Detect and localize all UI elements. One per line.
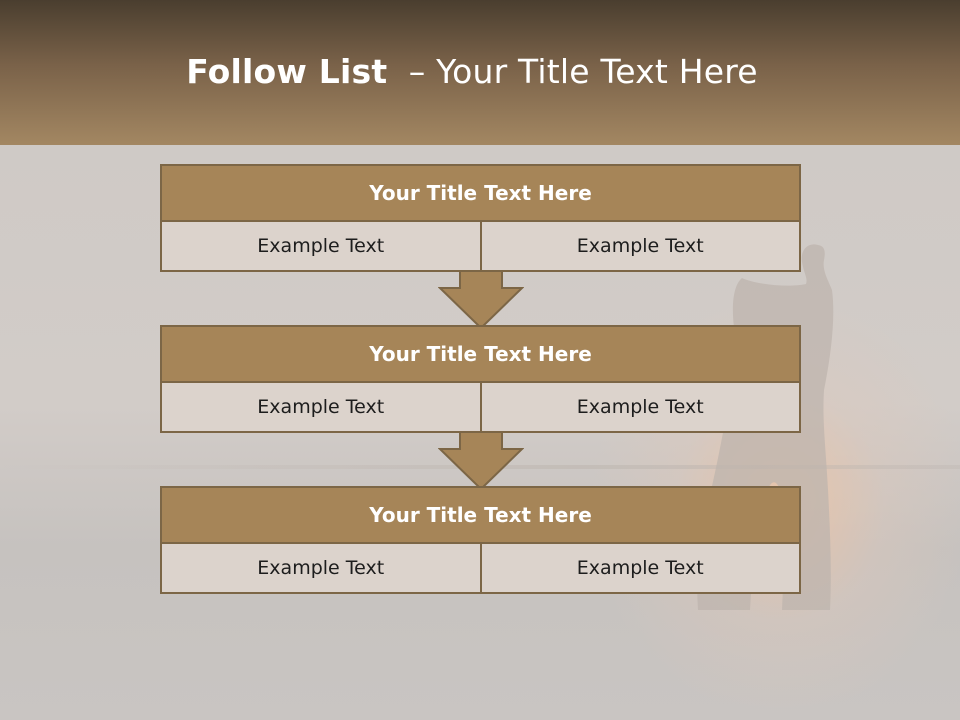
slide-title-rest: – Your Title Text Here: [387, 52, 758, 91]
list-block-2: Your Title Text Here Example Text Exampl…: [160, 325, 801, 433]
down-arrow-icon: [438, 431, 524, 491]
down-arrow-icon: [438, 270, 524, 330]
list-block-3: Your Title Text Here Example Text Exampl…: [160, 486, 801, 594]
slide-title: Follow List – Your Title Text Here: [0, 52, 944, 91]
block-cell-left: Example Text: [257, 396, 385, 418]
block-cell-left: Example Text: [257, 235, 385, 257]
slide-title-bold: Follow List: [186, 52, 388, 91]
list-block-1: Your Title Text Here Example Text Exampl…: [160, 164, 801, 272]
block-cell-right: Example Text: [479, 544, 800, 592]
block-cells: Example Text Example Text: [162, 383, 799, 431]
block-title: Your Title Text Here: [162, 488, 799, 544]
block-cell-right: Example Text: [479, 222, 800, 270]
block-cell-right: Example Text: [479, 383, 800, 431]
block-cells: Example Text Example Text: [162, 222, 799, 270]
block-cells: Example Text Example Text: [162, 544, 799, 592]
block-title: Your Title Text Here: [162, 327, 799, 383]
block-title: Your Title Text Here: [162, 166, 799, 222]
block-cell-left: Example Text: [257, 557, 385, 579]
header-band: [0, 0, 960, 145]
